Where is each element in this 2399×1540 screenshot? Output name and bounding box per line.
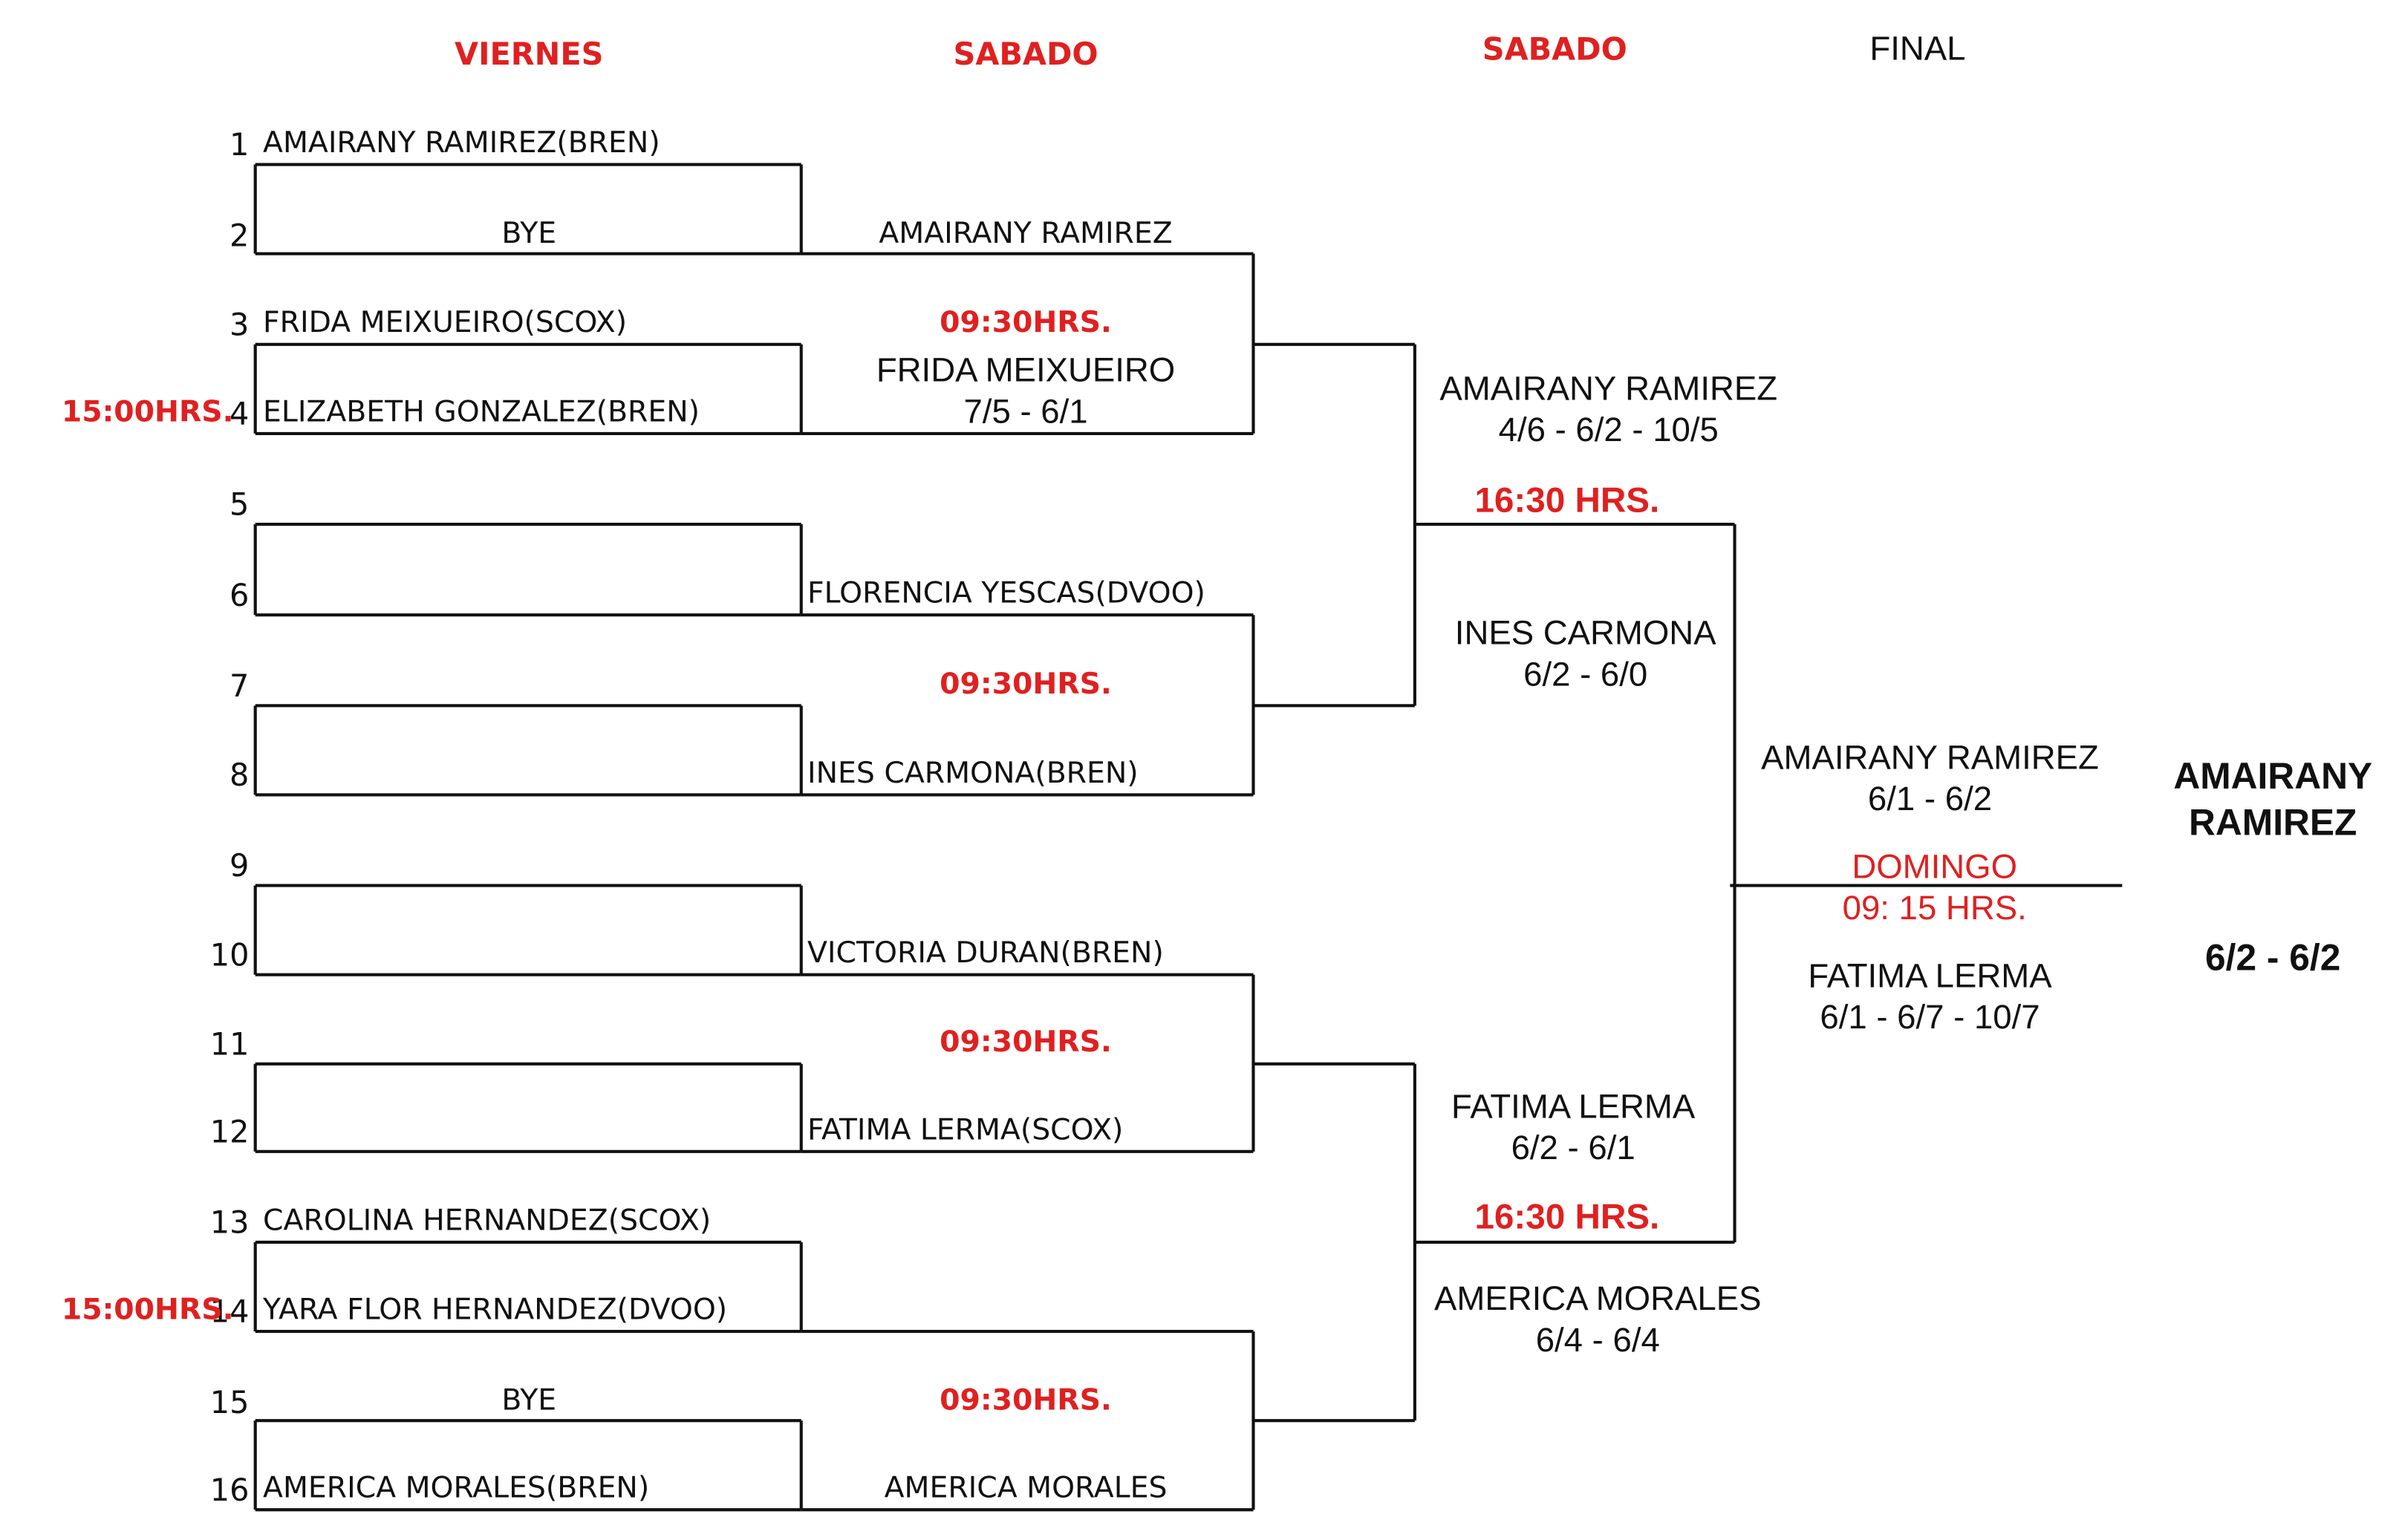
final-top-name: AMAIRANY RAMIREZ: [1761, 737, 2099, 777]
player-slot-16: AMERICA MORALES(BREN): [263, 1471, 650, 1506]
seed-number: 13: [209, 1204, 250, 1241]
round2-winner: FATIMA LERMA(SCOX): [807, 1113, 1124, 1147]
match-time: 15:00HRS.: [61, 395, 234, 429]
semi-top-lower-score: 6/2 - 6/0: [1523, 655, 1648, 694]
champion-name-line-2: RAMIREZ: [2189, 802, 2357, 844]
round2-winner: INES CARMONA(BREN): [807, 756, 1139, 791]
player-slot-2: BYE: [501, 216, 557, 251]
match-time: 15:00HRS.: [61, 1293, 234, 1327]
semi-bottom-upper-name: FATIMA LERMA: [1451, 1086, 1696, 1126]
final-bottom-score: 6/1 - 6/7 - 10/7: [1820, 997, 2040, 1037]
seed-number: 9: [230, 846, 250, 884]
seed-number: 1: [230, 125, 250, 163]
player-slot-14: YARA FLOR HERNANDEZ(DVOO): [263, 1293, 728, 1327]
final-bottom-name: FATIMA LERMA: [1808, 956, 2052, 995]
player-slot-4: ELIZABETH GONZALEZ(BREN): [263, 395, 700, 429]
seed-number: 3: [230, 306, 250, 343]
semi-bottom-lower-name: AMERICA MORALES: [1434, 1279, 1762, 1318]
round2-winner-name: FRIDA MEIXUEIRO: [876, 350, 1176, 389]
match-time: 09:30HRS.: [940, 1383, 1112, 1418]
match-time: 09:30HRS.: [940, 667, 1112, 702]
player-slot-1: AMAIRANY RAMIREZ(BREN): [263, 125, 660, 160]
seed-number: 10: [209, 936, 250, 973]
player-slot-13: CAROLINA HERNANDEZ(SCOX): [263, 1204, 712, 1238]
seed-number: 4: [230, 395, 250, 432]
player-slot-15: BYE: [501, 1383, 557, 1418]
match-time: 09:30HRS.: [940, 1025, 1112, 1060]
seed-number: 2: [230, 216, 250, 254]
player-slot-3: FRIDA MEIXUEIRO(SCOX): [263, 306, 628, 340]
header-round-1: VIERNES: [455, 35, 604, 73]
header-round-2: SABADO: [953, 35, 1098, 73]
seed-number: 15: [209, 1383, 250, 1421]
seed-number: 7: [230, 667, 250, 705]
seed-number: 12: [209, 1113, 250, 1150]
seed-number: 14: [209, 1293, 250, 1330]
champion-score: 6/2 - 6/2: [2205, 938, 2341, 979]
match-time: 16:30 HRS.: [1474, 1195, 1660, 1236]
round2-winner-score: 7/5 - 6/1: [963, 391, 1088, 431]
semi-top-lower-name: INES CARMONA: [1454, 613, 1716, 652]
semi-bottom-lower-score: 6/4 - 6/4: [1535, 1320, 1660, 1360]
seed-number: 8: [230, 756, 250, 794]
header-round-3: SABADO: [1482, 30, 1627, 68]
header-final: FINAL: [1869, 29, 1966, 68]
seed-number: 6: [230, 576, 250, 614]
seed-number: 5: [230, 486, 250, 523]
semi-bottom-upper-score: 6/2 - 6/1: [1511, 1128, 1635, 1167]
match-time: 09:30HRS.: [940, 306, 1112, 340]
round2-winner: AMAIRANY RAMIREZ: [879, 216, 1173, 251]
seed-number: 11: [209, 1025, 250, 1063]
final-top-score: 6/1 - 6/2: [1867, 779, 1993, 818]
final-day: DOMINGO: [1852, 846, 2018, 886]
semi-top-winner-score: 4/6 - 6/2 - 10/5: [1498, 410, 1719, 449]
round2-winner: FLORENCIA YESCAS(DVOO): [807, 576, 1205, 610]
round2-winner: AMERICA MORALES: [884, 1471, 1168, 1506]
champion-name-line-1: AMAIRANY: [2173, 756, 2373, 798]
match-time: 16:30 HRS.: [1474, 480, 1660, 520]
round2-winner: VICTORIA DURAN(BREN): [807, 936, 1164, 970]
seed-number: 16: [209, 1471, 250, 1509]
final-time: 09: 15 HRS.: [1842, 888, 2027, 927]
semi-top-winner-name: AMAIRANY RAMIREZ: [1439, 368, 1778, 408]
